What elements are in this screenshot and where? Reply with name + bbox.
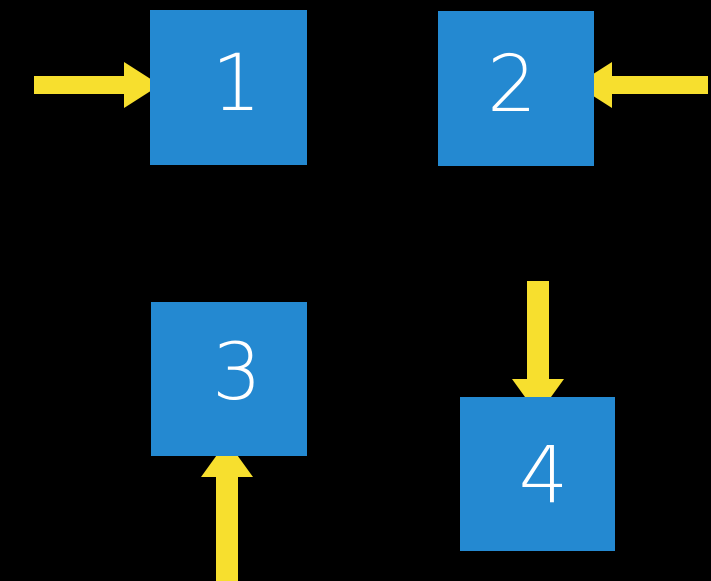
- arrow-up-into-box-three-icon: [201, 441, 253, 581]
- box-three[interactable]: 3: [151, 302, 307, 456]
- arrow-down-into-box-four-icon: [512, 281, 564, 415]
- box-one-label: 1: [211, 38, 262, 129]
- box-four[interactable]: 4: [460, 397, 615, 551]
- box-three-label: 3: [212, 328, 262, 418]
- box-four-label: 4: [518, 431, 569, 521]
- box-two-label: 2: [487, 39, 537, 130]
- box-two[interactable]: 2: [438, 11, 594, 166]
- box-one[interactable]: 1: [150, 10, 307, 165]
- arrow-right-into-box-one-icon: [34, 62, 160, 108]
- arrow-left-into-box-two-icon: [576, 62, 708, 108]
